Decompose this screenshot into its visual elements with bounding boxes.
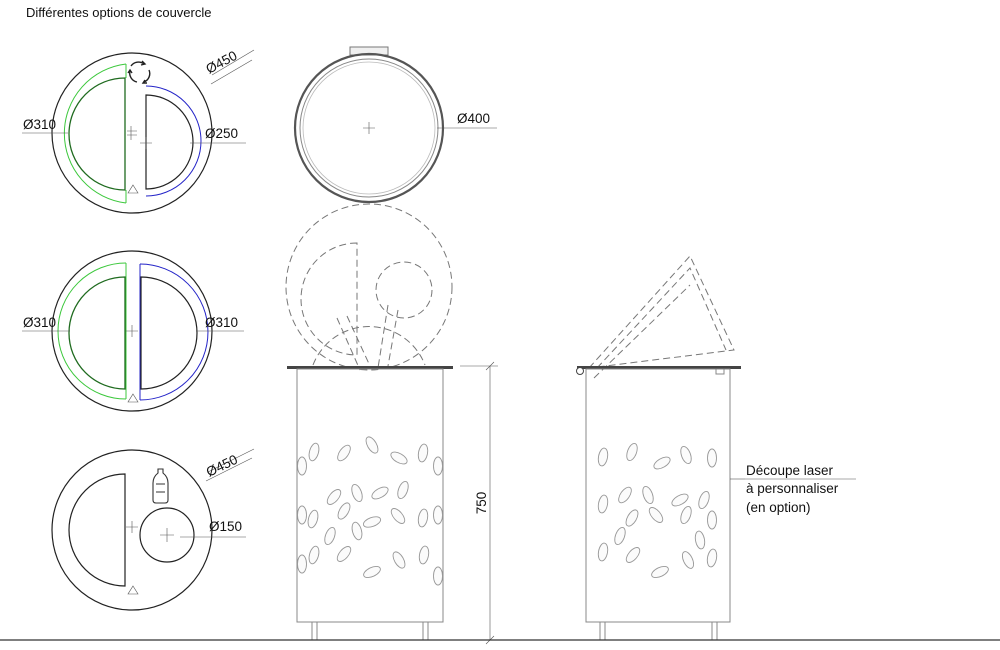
left-opening (68, 276, 126, 390)
lid-option-1: Ø450 Ø310 Ø250 (22, 48, 255, 214)
laser-cut-leaf (597, 447, 609, 467)
laser-cut-pattern (597, 442, 718, 579)
laser-cut-leaf (694, 530, 706, 550)
laser-cut-leaf (642, 485, 654, 505)
laser-cut-leaf (351, 521, 363, 541)
laser-cut-leaf (326, 489, 342, 505)
laser-cut-leaf (417, 443, 429, 463)
laser-cut-leaf (707, 510, 717, 530)
lid-outer-circle (51, 52, 213, 214)
laser-cut-leaf (707, 448, 717, 468)
laser-cut-leaf (397, 480, 409, 500)
blue-outer-arc (145, 85, 202, 197)
laser-cut-leaf (371, 486, 389, 500)
laser-cut-leaf (297, 505, 307, 525)
laser-cut-leaf (614, 526, 626, 546)
round-opening (139, 507, 195, 563)
laser-cut-leaf (297, 554, 307, 574)
lid-bar (577, 366, 741, 369)
laser-note-line-3: (en option) (746, 500, 811, 515)
laser-cut-leaf (417, 508, 429, 528)
bin-body (296, 368, 444, 623)
laser-cut-leaf (390, 508, 406, 524)
laser-cut-leaf (362, 516, 382, 528)
laser-cut-leaf (651, 565, 669, 579)
foot (711, 621, 718, 641)
laser-cut-leaf (706, 548, 718, 568)
laser-cut-leaf (680, 445, 692, 465)
laser-cut-leaf (671, 493, 689, 507)
right-diameter-label: Ø310 (205, 315, 238, 330)
outer-diameter-label: Ø450 (204, 452, 240, 480)
open-lid-dashed (587, 255, 735, 369)
left-diameter-label: Ø310 (23, 315, 56, 330)
laser-cut-leaf (681, 551, 695, 569)
foot (311, 621, 318, 641)
green-outer-arc (63, 63, 127, 204)
front-elevation: 750 (285, 203, 498, 645)
right-opening (140, 276, 198, 390)
warning-triangle-icon (127, 184, 139, 194)
foot (422, 621, 429, 641)
top-view-diameter-label: Ø400 (457, 111, 490, 126)
right-opening (145, 94, 194, 190)
right-diameter-label: Ø250 (205, 126, 238, 141)
lid-option-2: Ø310 Ø310 (22, 250, 244, 412)
top-view: Ø400 (293, 46, 497, 204)
laser-cut-leaf (433, 505, 443, 525)
lid-bar (287, 366, 453, 369)
laser-cut-leaf (308, 545, 320, 565)
laser-cut-leaf (365, 436, 379, 454)
foot (599, 621, 606, 641)
blue-outer-arc (139, 263, 209, 401)
laser-cut-leaf (618, 486, 632, 504)
laser-cut-leaf (597, 542, 609, 562)
open-lid-dashed (285, 203, 453, 371)
laser-cut-leaf (390, 451, 408, 465)
lid-option-3: Ø450 Ø150 (51, 448, 255, 611)
warning-triangle-icon (127, 393, 139, 403)
right-diameter-label: Ø150 (209, 519, 242, 534)
laser-cut-leaf (336, 546, 352, 562)
lid-outer-circle (51, 449, 213, 611)
laser-cut-leaf (297, 456, 307, 476)
laser-cut-leaf (308, 442, 320, 462)
laser-note-line-2: à personnaliser (746, 481, 839, 496)
bottle-icon (152, 468, 169, 504)
laser-cut-leaf (698, 490, 710, 510)
recycle-icon (127, 60, 151, 84)
laser-cut-leaf (337, 444, 351, 462)
drawing-title: Différentes options de couvercle (26, 5, 211, 20)
laser-cut-pattern (297, 436, 443, 586)
laser-cut-leaf (363, 565, 381, 579)
laser-cut-leaf (433, 456, 443, 476)
laser-cut-leaf (648, 507, 664, 523)
laser-cut-leaf (392, 551, 406, 569)
left-opening (68, 77, 126, 191)
laser-cut-leaf (653, 456, 671, 470)
left-opening (68, 473, 126, 587)
laser-cut-leaf (307, 509, 319, 529)
laser-cut-leaf (625, 547, 641, 563)
warning-triangle-icon (127, 585, 139, 595)
laser-cut-leaf (418, 545, 430, 565)
laser-cut-leaf (351, 483, 363, 503)
height-dimension-label: 750 (474, 492, 489, 515)
left-diameter-label: Ø310 (23, 117, 56, 132)
laser-cut-leaf (337, 502, 351, 520)
outer-diameter-label: Ø450 (203, 48, 239, 77)
laser-note-line-1: Découpe laser (746, 463, 834, 478)
laser-cut-leaf (626, 442, 638, 462)
side-elevation: Découpe laser à personnaliser (en option… (576, 255, 856, 641)
laser-cut-leaf (433, 566, 443, 586)
laser-cut-leaf (324, 526, 336, 546)
laser-cut-leaf (625, 509, 639, 527)
hinge (576, 367, 584, 375)
laser-cut-leaf (597, 494, 609, 514)
bin-body (585, 368, 731, 623)
laser-cut-leaf (680, 505, 692, 525)
